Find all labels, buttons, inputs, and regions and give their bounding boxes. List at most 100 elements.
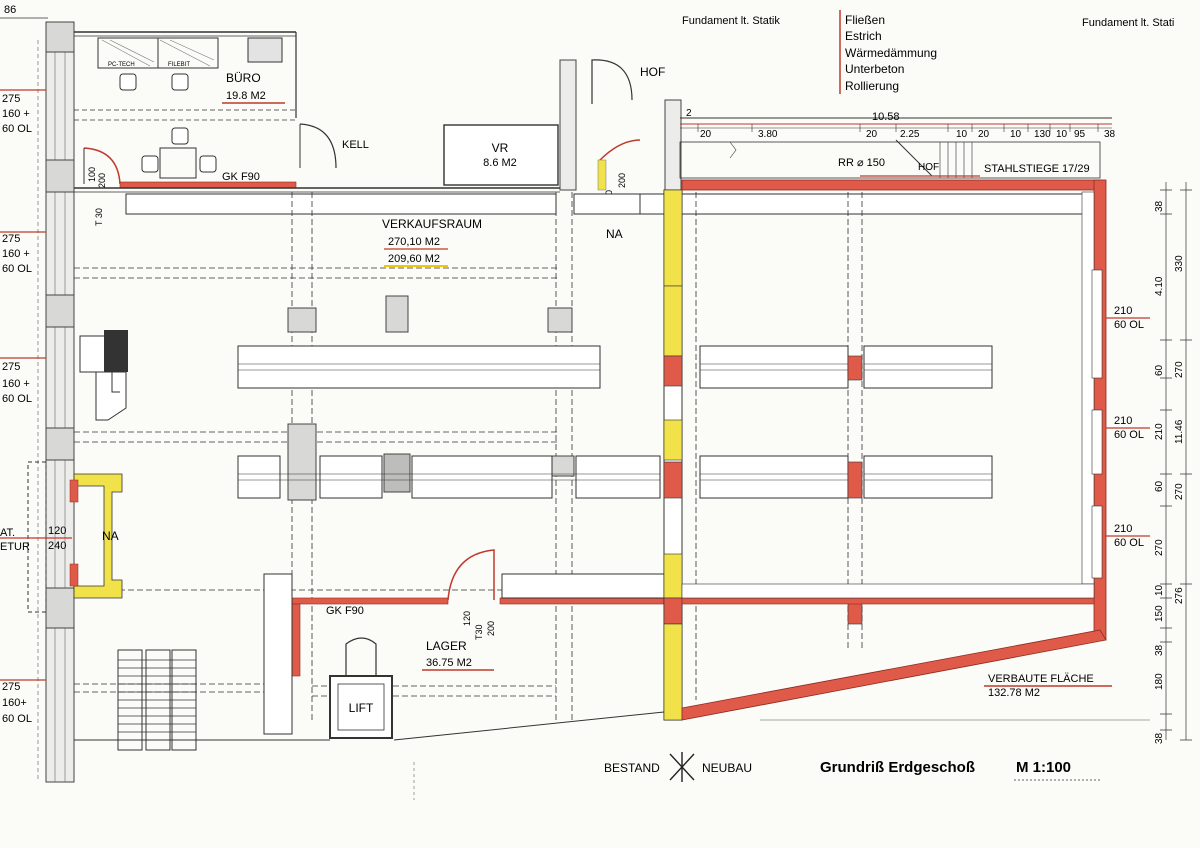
left-window-b: 160 + bbox=[2, 108, 30, 120]
top-dim-seg: 130 bbox=[1034, 129, 1051, 140]
top-dim-total: 10.58 bbox=[872, 111, 900, 123]
right-dim-inner: 60 bbox=[1154, 364, 1165, 376]
top-dim-seg: 20 bbox=[866, 129, 878, 140]
left-window-c: 60 OL bbox=[2, 123, 32, 135]
chair-icon bbox=[141, 155, 159, 173]
interior-stair bbox=[79, 330, 128, 421]
na-left-niche bbox=[27, 461, 123, 613]
chair-icon bbox=[171, 127, 189, 145]
room-lift-name: LIFT bbox=[349, 701, 374, 715]
extension-walls bbox=[681, 179, 1107, 721]
floor-layer-item: Wärmedämmung bbox=[845, 46, 937, 60]
left-window-labels: 275 160 + 60 OL 275 160 + 60 OL 275 160 … bbox=[2, 93, 32, 725]
top-dim-seg: 38 bbox=[1104, 129, 1116, 140]
stair-hof-label: HOF bbox=[918, 162, 939, 173]
office-desk-cabinets bbox=[97, 37, 283, 69]
room-vr-box bbox=[443, 124, 559, 186]
top-dim-2: 2 bbox=[686, 108, 692, 119]
room-lager-area: 36.75 M2 bbox=[426, 657, 472, 669]
storage-racks bbox=[117, 649, 197, 751]
room-verkauf-area2: 209,60 M2 bbox=[388, 253, 440, 265]
right-dim-outer: 330 bbox=[1174, 255, 1185, 272]
right-dim-inner: 210 bbox=[1154, 423, 1165, 440]
room-hof-name: HOF bbox=[640, 65, 665, 79]
legend-bestand: BESTAND bbox=[604, 761, 660, 775]
legend-cross-icon bbox=[669, 752, 695, 782]
lager-door-t30: T30 bbox=[474, 624, 484, 640]
legend-neubau: NEUBAU bbox=[702, 761, 752, 775]
right-dim-inner: 270 bbox=[1154, 539, 1165, 556]
stair-rr-label: RR ⌀ 150 bbox=[838, 157, 885, 169]
lager-door-width: 120 bbox=[462, 611, 472, 626]
top-dim-seg: 10 bbox=[1010, 129, 1022, 140]
room-verbaut-name: VERBAUTE FLÄCHE bbox=[988, 673, 1094, 685]
floor-layer-item: Rollierung bbox=[845, 79, 899, 93]
note-fundament-right: Fundament lt. Stati bbox=[1082, 17, 1174, 29]
left-window-b: 160 + bbox=[2, 248, 30, 260]
west-wall bbox=[45, 21, 75, 783]
left-window-b: 160+ bbox=[2, 697, 27, 709]
t30-label: T 30 bbox=[94, 208, 104, 226]
buero-door-height: 200 bbox=[97, 173, 107, 188]
lager-door-height: 200 bbox=[486, 621, 496, 636]
room-na-top-name: NA bbox=[606, 227, 623, 241]
left-window-c: 60 OL bbox=[2, 393, 32, 405]
room-vr-area: 8.6 M2 bbox=[483, 157, 517, 169]
right-dim-inner: 38 bbox=[1154, 732, 1165, 744]
right-dim-inner: 180 bbox=[1154, 673, 1165, 690]
left-window-a: 275 bbox=[2, 361, 20, 373]
right-window-2-a: 210 bbox=[1114, 415, 1132, 427]
gk-f90-bottom-label: GK F90 bbox=[326, 605, 364, 617]
chair-icon bbox=[171, 73, 189, 91]
na-door-height: 200 bbox=[617, 173, 627, 188]
room-verkauf-name: VERKAUFSRAUM bbox=[382, 217, 482, 231]
lift-shaft bbox=[329, 637, 393, 739]
floor-layer-item: Unterbeton bbox=[845, 62, 904, 76]
left-window-a: 275 bbox=[2, 233, 20, 245]
top-dim-seg: 95 bbox=[1074, 129, 1086, 140]
side-door-height: 240 bbox=[48, 540, 66, 552]
corner-number: 86 bbox=[4, 4, 16, 16]
right-dim-inner: 38 bbox=[1154, 200, 1165, 212]
left-window-a: 275 bbox=[2, 681, 20, 693]
top-dim-seg: 2.25 bbox=[900, 129, 920, 140]
right-dim-inner: 10 bbox=[1154, 584, 1165, 596]
floor-layer-item: Estrich bbox=[845, 29, 882, 43]
right-window-3-a: 210 bbox=[1114, 523, 1132, 535]
right-dim-inner: 4.10 bbox=[1154, 276, 1165, 296]
plan-scale: M 1:100 bbox=[1016, 759, 1071, 776]
top-dim-seg: 20 bbox=[978, 129, 990, 140]
right-dim-inner: 60 bbox=[1154, 480, 1165, 492]
office-table bbox=[159, 147, 197, 179]
room-na-left-name: NA bbox=[102, 529, 119, 543]
gk-f90-top-label: GK F90 bbox=[222, 171, 260, 183]
room-buero-name: BÜRO bbox=[226, 71, 261, 85]
side-door-etur: ETUR bbox=[0, 541, 30, 553]
top-dimension-segments: 20 3.80 20 2.25 10 20 10 130 10 95 38 bbox=[700, 129, 1116, 140]
top-dim-seg: 10 bbox=[956, 129, 968, 140]
right-window-2-b: 60 OL bbox=[1114, 429, 1144, 441]
right-dim-outer: 11.46 bbox=[1174, 419, 1185, 444]
top-dim-seg: 10 bbox=[1056, 129, 1068, 140]
right-window-1-a: 210 bbox=[1114, 305, 1132, 317]
right-dimensions-outer: 330 270 11.46 270 276 bbox=[1174, 255, 1185, 604]
stair-stahlstiege-label: STAHLSTIEGE 17/29 bbox=[984, 163, 1090, 175]
right-dim-inner: 38 bbox=[1154, 644, 1165, 656]
left-window-a: 275 bbox=[2, 93, 20, 105]
right-window-3-b: 60 OL bbox=[1114, 537, 1144, 549]
floor-layer-list: Fließen Estrich Wärmedämmung Unterbeton … bbox=[845, 13, 937, 93]
fire-wall-top bbox=[119, 181, 297, 189]
chair-icon bbox=[199, 155, 217, 173]
pc-tech-label: PC-TECH bbox=[108, 62, 135, 68]
chair-icon bbox=[119, 73, 137, 91]
room-vr-name: VR bbox=[492, 141, 509, 155]
right-window-1-b: 60 OL bbox=[1114, 319, 1144, 331]
top-dim-seg: 20 bbox=[700, 129, 712, 140]
fire-wall-bottom bbox=[291, 597, 449, 605]
right-dim-outer: 270 bbox=[1174, 483, 1185, 500]
right-dim-inner: 150 bbox=[1154, 605, 1165, 622]
room-keller-name: KELL bbox=[342, 139, 369, 151]
left-window-c: 60 OL bbox=[2, 713, 32, 725]
room-lager-name: LAGER bbox=[426, 639, 467, 653]
